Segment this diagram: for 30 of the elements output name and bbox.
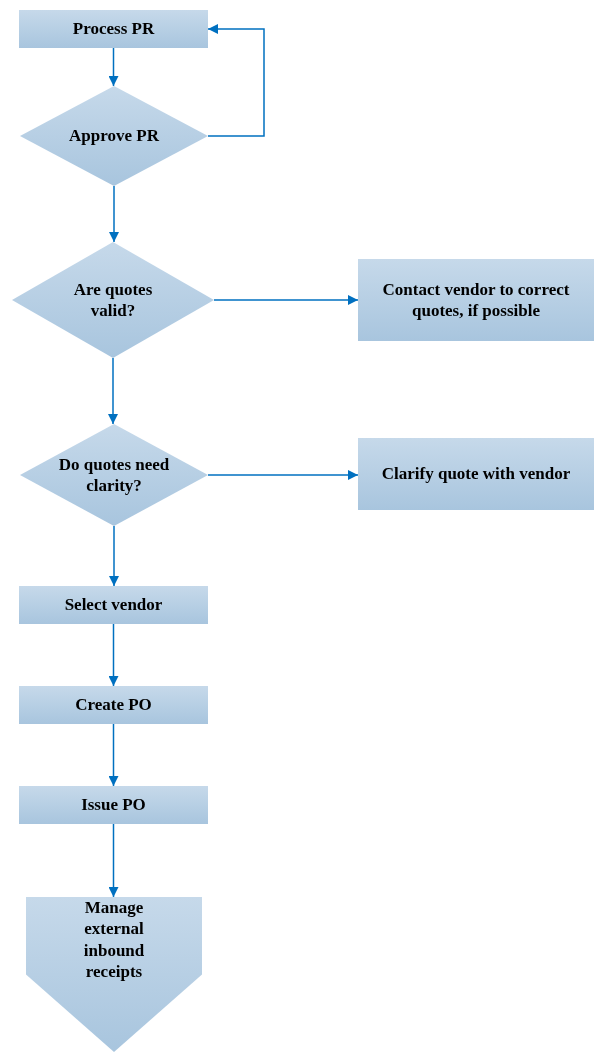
node-label: Do quotes need clarity? (57, 453, 171, 497)
process-box (19, 686, 208, 724)
offpage-connector (26, 897, 202, 1052)
decision-diamond (12, 242, 214, 358)
arrow (108, 723, 119, 787)
arrow (108, 47, 119, 87)
arrow (109, 525, 119, 587)
process-box (358, 438, 594, 510)
node-label: Manage external inbound receipts (82, 897, 146, 983)
process-box (19, 786, 208, 824)
node-label: Are quotes valid? (72, 278, 154, 322)
node-label: Create PO (75, 694, 152, 716)
arrow (108, 823, 119, 898)
process-box (19, 586, 208, 624)
node-label: Clarify quote with vendor (381, 463, 571, 485)
arrow (108, 623, 119, 687)
arrow (207, 470, 359, 480)
arrow (108, 357, 118, 425)
node-label: Process PR (72, 18, 155, 40)
node-label: Contact vendor to correct quotes, if possible (381, 278, 571, 322)
arrow (109, 185, 119, 243)
node-label: Issue PO (81, 794, 146, 816)
process-box (19, 10, 208, 48)
node-label: Approve PR (69, 125, 159, 147)
node-label: Select vendor (64, 594, 163, 616)
process-box (358, 259, 594, 341)
arrow (213, 295, 359, 305)
decision-diamond (20, 86, 208, 186)
arrow (207, 24, 265, 137)
decision-diamond (20, 424, 208, 526)
